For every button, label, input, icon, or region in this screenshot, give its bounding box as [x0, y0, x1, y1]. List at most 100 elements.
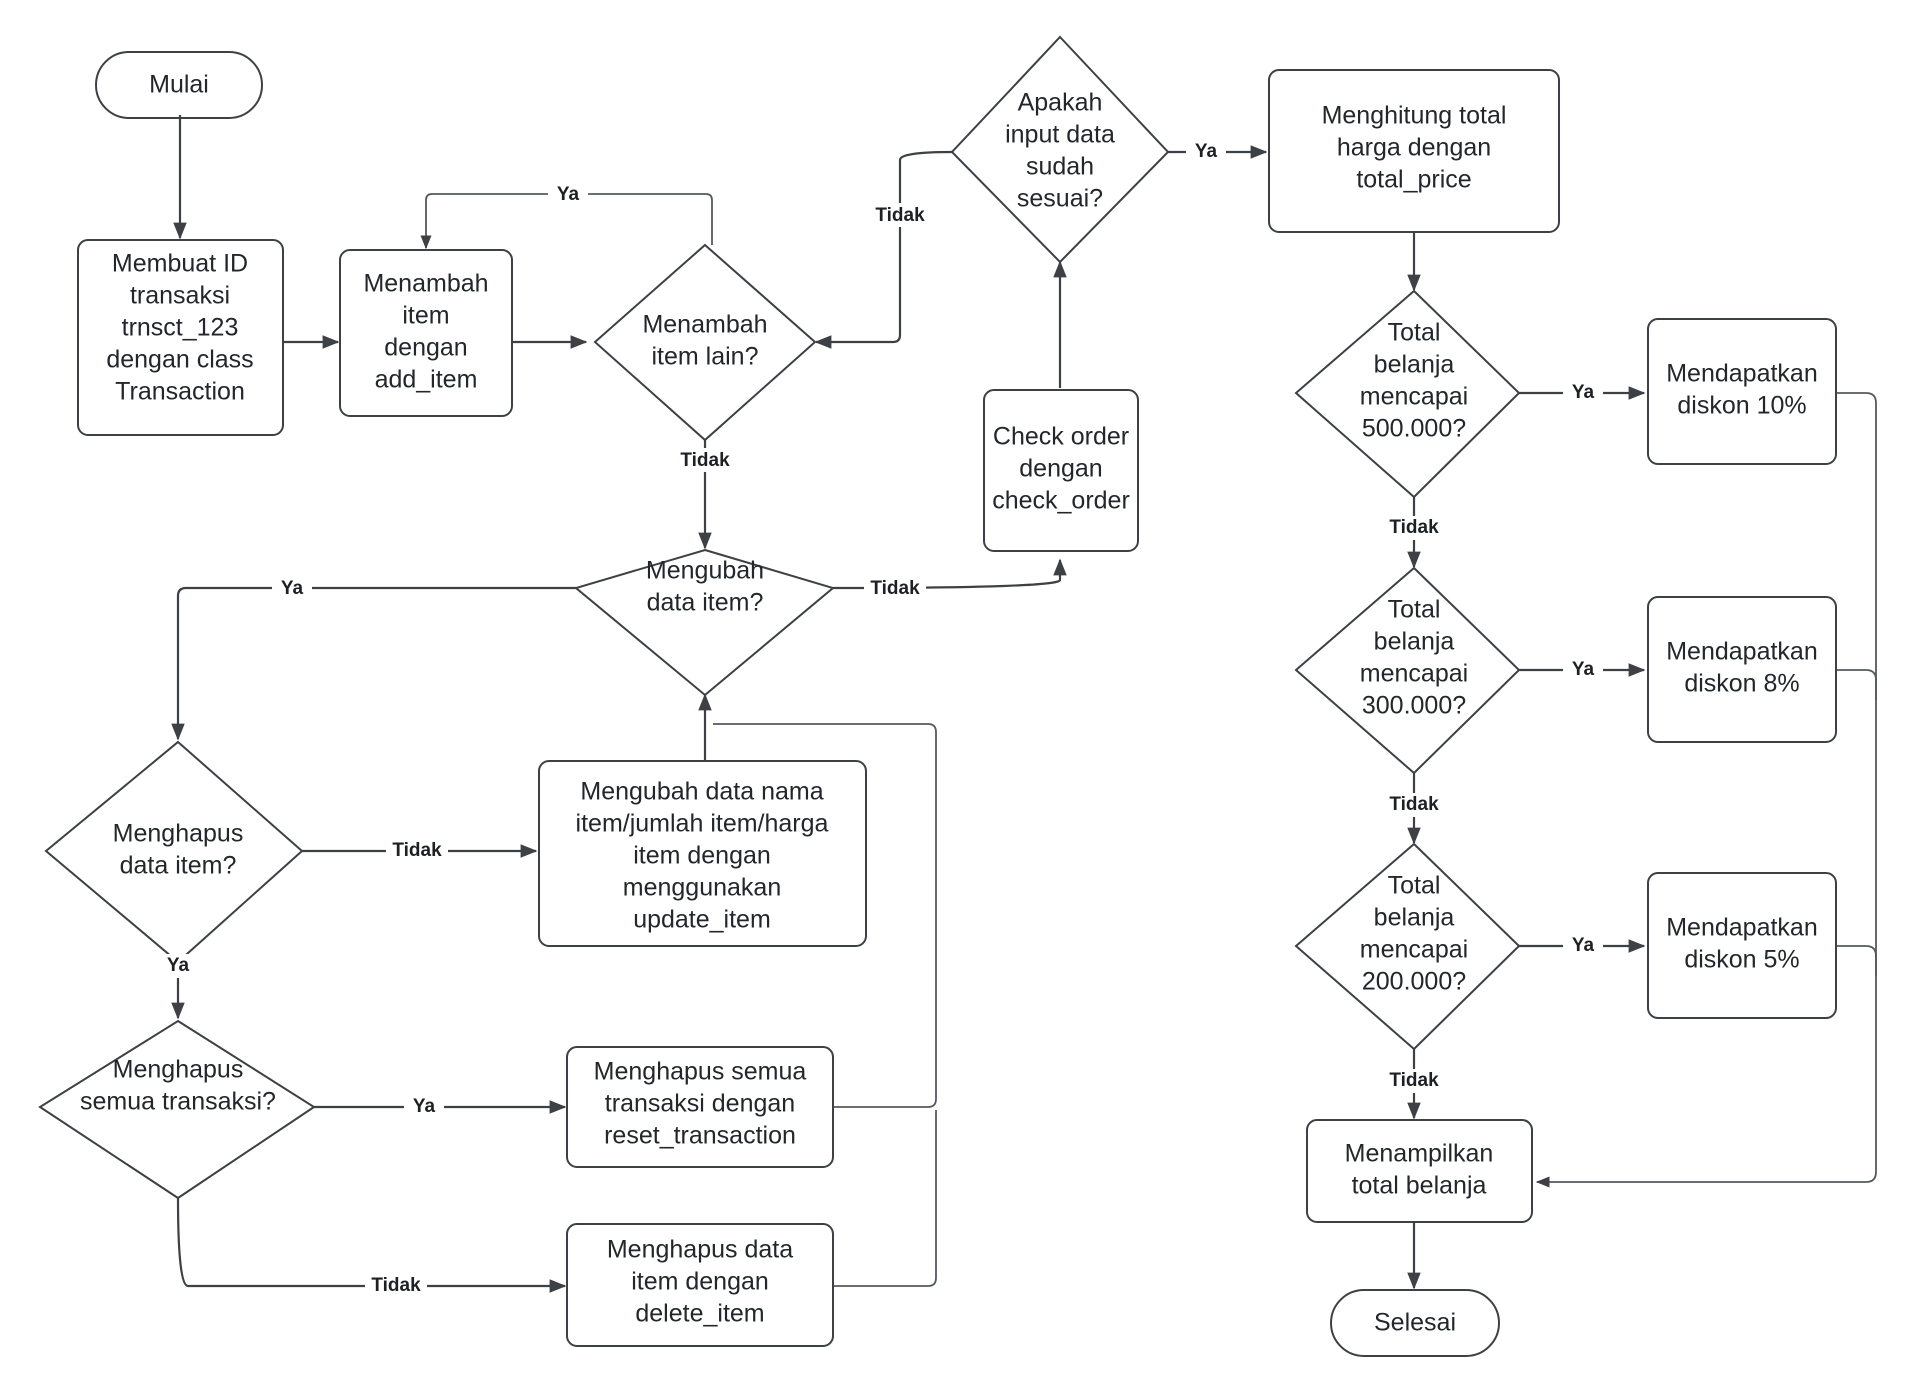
node-d500[interactable]: Total belanja mencapai 500.000? [1294, 289, 1521, 499]
node-edit-item-line-1: data item? [647, 589, 764, 617]
node-delete-data[interactable]: Menghapus data item? [44, 740, 304, 964]
edge-label-d200-no: Tidak [1389, 1070, 1439, 1091]
node-show-total[interactable]: Menampilkan total belanja [1306, 1119, 1533, 1223]
node-update-item-line-4: update_item [633, 906, 771, 934]
edge-label-delete-all-yes: Ya [413, 1096, 436, 1117]
node-delete-item-line-0: Menghapus data [607, 1236, 793, 1264]
node-edit-item-line-0: Mengubah [646, 557, 764, 585]
node-delete-item[interactable]: Menghapus data item dengan delete_item [566, 1223, 834, 1347]
node-edit-item[interactable]: Mengubah data item? [573, 548, 836, 697]
node-disc5-line-0: Mendapatkan [1666, 914, 1818, 942]
node-delete-all-line-0: Menghapus [113, 1056, 244, 1084]
edge-label-d500-yes: Ya [1572, 382, 1595, 403]
edge-labels-layer: Ya Tidak Tidak Ya Ya Tidak Tidak Ya Ya T… [158, 140, 1603, 1298]
edge-label-input-ok-no: Tidak [875, 205, 925, 226]
node-end[interactable]: Selesai [1330, 1289, 1500, 1357]
node-update-item-line-2: item dengan [633, 842, 771, 870]
node-d500-line-0: Total [1388, 319, 1441, 347]
node-show-total-line-0: Menampilkan [1345, 1140, 1494, 1168]
node-reset-line-2: reset_transaction [604, 1122, 796, 1150]
edge-label-add-other-yes: Ya [557, 184, 580, 205]
node-check-order-line-1: dengan [1019, 455, 1102, 483]
node-disc8-line-1: diskon 8% [1684, 670, 1799, 698]
node-input-ok[interactable]: Apakah input data sudah sesuai? [950, 35, 1170, 264]
node-d200-line-1: belanja [1374, 904, 1455, 932]
edge-input-ok-no-to-add-other [814, 150, 953, 349]
node-add-other-line-1: item lain? [652, 343, 759, 371]
node-create-id[interactable]: Membuat ID transaksi trnsct_123 dengan c… [77, 239, 284, 436]
node-reset-line-1: transaksi dengan [605, 1090, 795, 1118]
node-input-ok-line-3: sesuai? [1017, 185, 1103, 213]
edge-label-delete-all-no: Tidak [371, 1275, 421, 1296]
node-disc8[interactable]: Mendapatkan diskon 8% [1647, 596, 1837, 743]
node-check-order-line-2: check_order [992, 487, 1130, 515]
node-add-other[interactable]: Menambah item lain? [593, 243, 817, 442]
node-create-id-line-3: dengan class [106, 346, 253, 374]
node-d500-line-2: mencapai [1360, 383, 1468, 411]
node-update-item-line-0: Mengubah data nama [580, 778, 823, 806]
node-show-total-line-1: total belanja [1352, 1172, 1487, 1200]
node-disc5[interactable]: Mendapatkan diskon 5% [1647, 872, 1837, 1019]
node-add-other-line-0: Menambah [642, 311, 767, 339]
edge-label-delete-data-yes: Ya [167, 955, 190, 976]
edge-label-edit-item-yes: Ya [281, 578, 304, 599]
edge-label-d300-no: Tidak [1389, 794, 1439, 815]
node-add-item-line-1: item [402, 302, 449, 330]
node-d300[interactable]: Total belanja mencapai 300.000? [1294, 566, 1521, 775]
node-create-id-line-1: transaksi [130, 282, 230, 310]
node-update-item-line-1: item/jumlah item/harga [576, 810, 829, 838]
edge-label-d500-no: Tidak [1389, 517, 1439, 538]
node-end-label: Selesai [1374, 1309, 1456, 1337]
node-check-order[interactable]: Check order dengan check_order [983, 389, 1139, 552]
node-delete-item-line-2: delete_item [635, 1300, 764, 1328]
node-check-order-line-0: Check order [993, 423, 1129, 451]
node-create-id-line-4: Transaction [115, 378, 245, 406]
edge-label-d300-yes: Ya [1572, 659, 1595, 680]
node-input-ok-line-0: Apakah [1018, 89, 1103, 117]
node-add-item-line-2: dengan [384, 334, 467, 362]
node-add-item-line-3: add_item [375, 366, 478, 394]
node-d500-line-1: belanja [1374, 351, 1455, 379]
edge-label-edit-item-no: Tidak [870, 578, 920, 599]
node-d300-line-0: Total [1388, 596, 1441, 624]
node-d200-line-2: mencapai [1360, 936, 1468, 964]
edge-disc8-join-riser [1836, 669, 1877, 700]
edge-delete-all-no-to-delete-item [176, 1197, 567, 1293]
node-d200[interactable]: Total belanja mencapai 200.000? [1294, 842, 1521, 1051]
node-disc10-line-1: diskon 10% [1677, 392, 1806, 420]
node-input-ok-line-1: input data [1005, 121, 1115, 149]
node-start-label: Mulai [149, 71, 209, 99]
node-delete-all-line-1: semua transaksi? [80, 1088, 276, 1116]
node-d200-line-3: 200.000? [1362, 968, 1466, 996]
node-total-price[interactable]: Menghitung total harga dengan total_pric… [1268, 69, 1560, 233]
node-d300-line-1: belanja [1374, 628, 1455, 656]
node-d300-line-3: 300.000? [1362, 692, 1466, 720]
node-d200-line-0: Total [1388, 872, 1441, 900]
node-reset-line-0: Menghapus semua [594, 1058, 807, 1086]
edge-label-delete-data-no: Tidak [392, 840, 442, 861]
node-add-item[interactable]: Menambah item dengan add_item [339, 249, 513, 417]
node-delete-all[interactable]: Menghapus semua transaksi? [38, 1019, 316, 1200]
node-disc8-line-0: Mendapatkan [1666, 638, 1818, 666]
node-delete-data-line-0: Menghapus [113, 820, 244, 848]
node-input-ok-line-2: sudah [1026, 153, 1094, 181]
node-total-price-line-2: total_price [1356, 166, 1471, 194]
edge-label-add-other-no: Tidak [680, 450, 730, 471]
node-d500-line-3: 500.000? [1362, 415, 1466, 443]
edge-label-input-ok-yes: Ya [1195, 141, 1218, 162]
edge-disc10-to-show-total [1535, 392, 1877, 1188]
node-delete-item-line-1: item dengan [631, 1268, 769, 1296]
node-update-item[interactable]: Mengubah data nama item/jumlah item/harg… [538, 760, 867, 947]
node-create-id-line-2: trnsct_123 [122, 314, 239, 342]
node-create-id-line-0: Membuat ID [112, 250, 248, 278]
node-delete-data-line-1: data item? [120, 852, 237, 880]
node-disc10[interactable]: Mendapatkan diskon 10% [1647, 318, 1837, 465]
edge-disc5-join-riser [1836, 945, 1877, 976]
node-disc10-line-0: Mendapatkan [1666, 360, 1818, 388]
node-add-item-line-0: Menambah [363, 270, 488, 298]
edge-reset-return-to-edit-item [713, 723, 937, 1108]
node-d300-line-2: mencapai [1360, 660, 1468, 688]
node-reset-transaction[interactable]: Menghapus semua transaksi dengan reset_t… [566, 1046, 834, 1168]
node-start[interactable]: Mulai [95, 51, 263, 119]
